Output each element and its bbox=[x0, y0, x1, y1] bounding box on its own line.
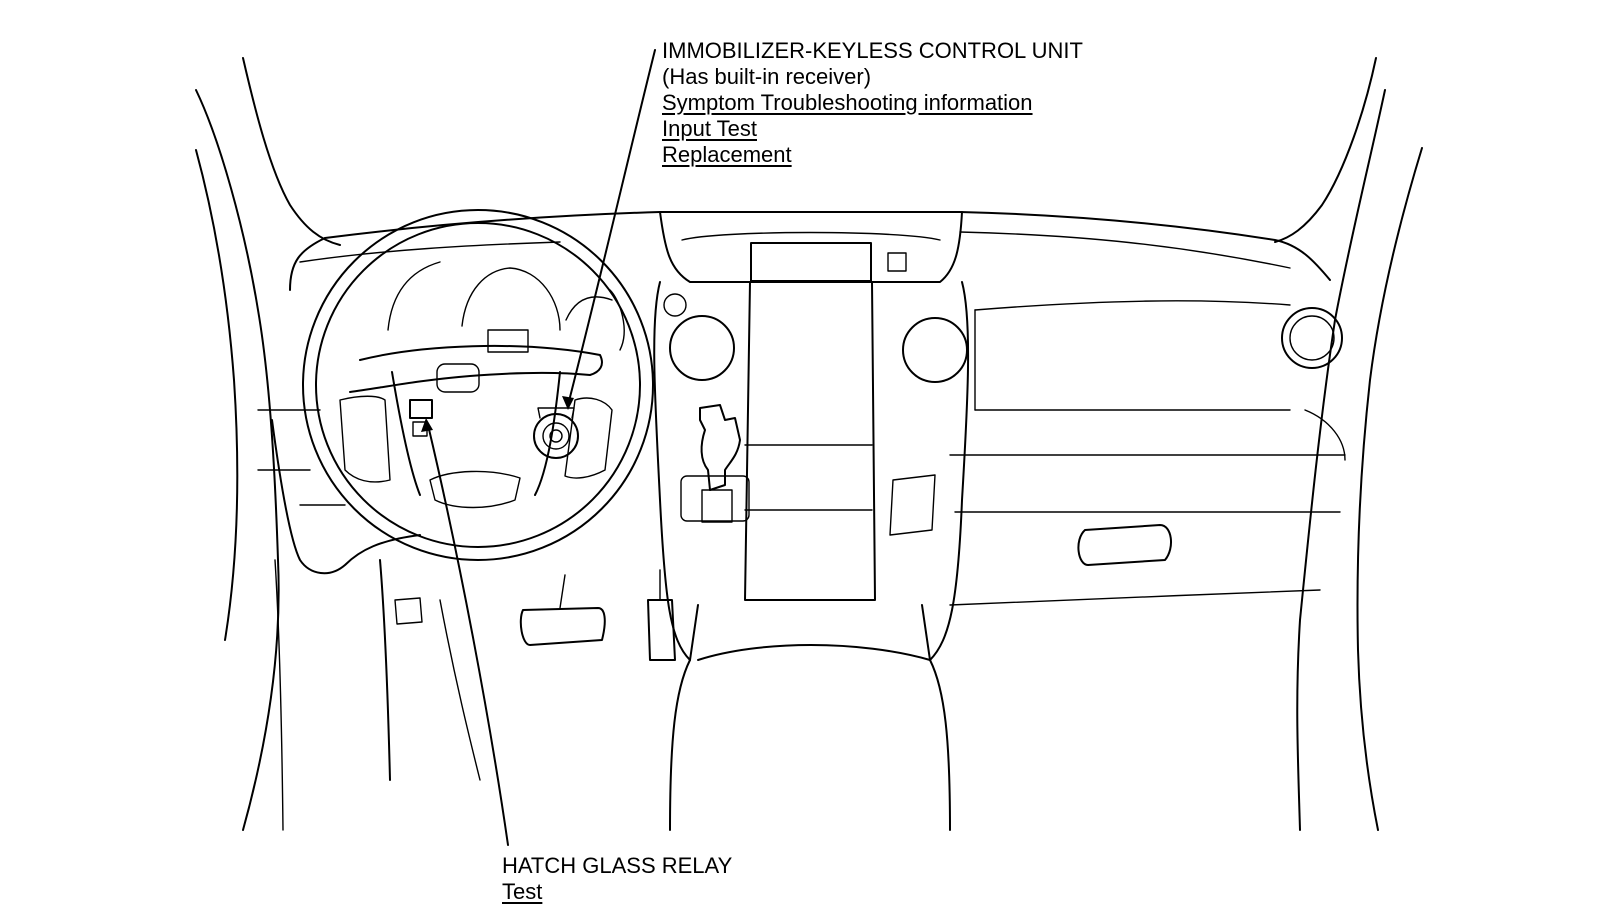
symptom-troubleshooting-link[interactable]: Symptom Troubleshooting information bbox=[662, 90, 1033, 115]
center-console bbox=[669, 604, 699, 831]
center-vent-left bbox=[669, 315, 735, 381]
immobilizer-subtitle: (Has built-in receiver) bbox=[662, 64, 872, 89]
immobilizer-callout: IMMOBILIZER-KEYLESS CONTROL UNIT (Has bu… bbox=[662, 38, 1083, 168]
steering-wheel-inner bbox=[315, 222, 641, 548]
steering-wheel-outer bbox=[302, 209, 654, 561]
replacement-link[interactable]: Replacement bbox=[662, 142, 792, 167]
right-door-line bbox=[1296, 89, 1386, 831]
center-hood bbox=[659, 211, 963, 283]
left-a-pillar-outer bbox=[242, 57, 341, 246]
input-test-link[interactable]: Input Test bbox=[662, 116, 757, 141]
hatch-relay-test-link[interactable]: Test bbox=[502, 879, 543, 904]
accelerator-pedal bbox=[647, 599, 676, 661]
glove-box-handle bbox=[1077, 524, 1172, 566]
right-a-pillar-outer bbox=[1274, 57, 1377, 243]
steering-hub bbox=[349, 344, 603, 393]
hatch-glass-relay-callout: HATCH GLASS RELAY Test bbox=[502, 853, 732, 905]
hatch-relay-title: HATCH GLASS RELAY bbox=[502, 853, 733, 878]
hatch-relay-leader bbox=[427, 424, 509, 846]
display-screen bbox=[750, 242, 872, 282]
shift-lever bbox=[699, 404, 741, 491]
immobilizer-leader bbox=[567, 49, 656, 406]
ignition-key-cylinder bbox=[533, 413, 579, 459]
left-a-pillar-inner bbox=[195, 89, 280, 831]
right-a-pillar-inner bbox=[1356, 147, 1423, 831]
immobilizer-title: IMMOBILIZER-KEYLESS CONTROL UNIT bbox=[662, 38, 1083, 63]
center-stack bbox=[744, 281, 876, 601]
center-vent-right bbox=[902, 317, 968, 383]
right-vent bbox=[1281, 307, 1343, 369]
hatch-glass-relay bbox=[409, 399, 433, 419]
left-door-line bbox=[195, 149, 239, 641]
brake-pedal bbox=[519, 607, 606, 646]
